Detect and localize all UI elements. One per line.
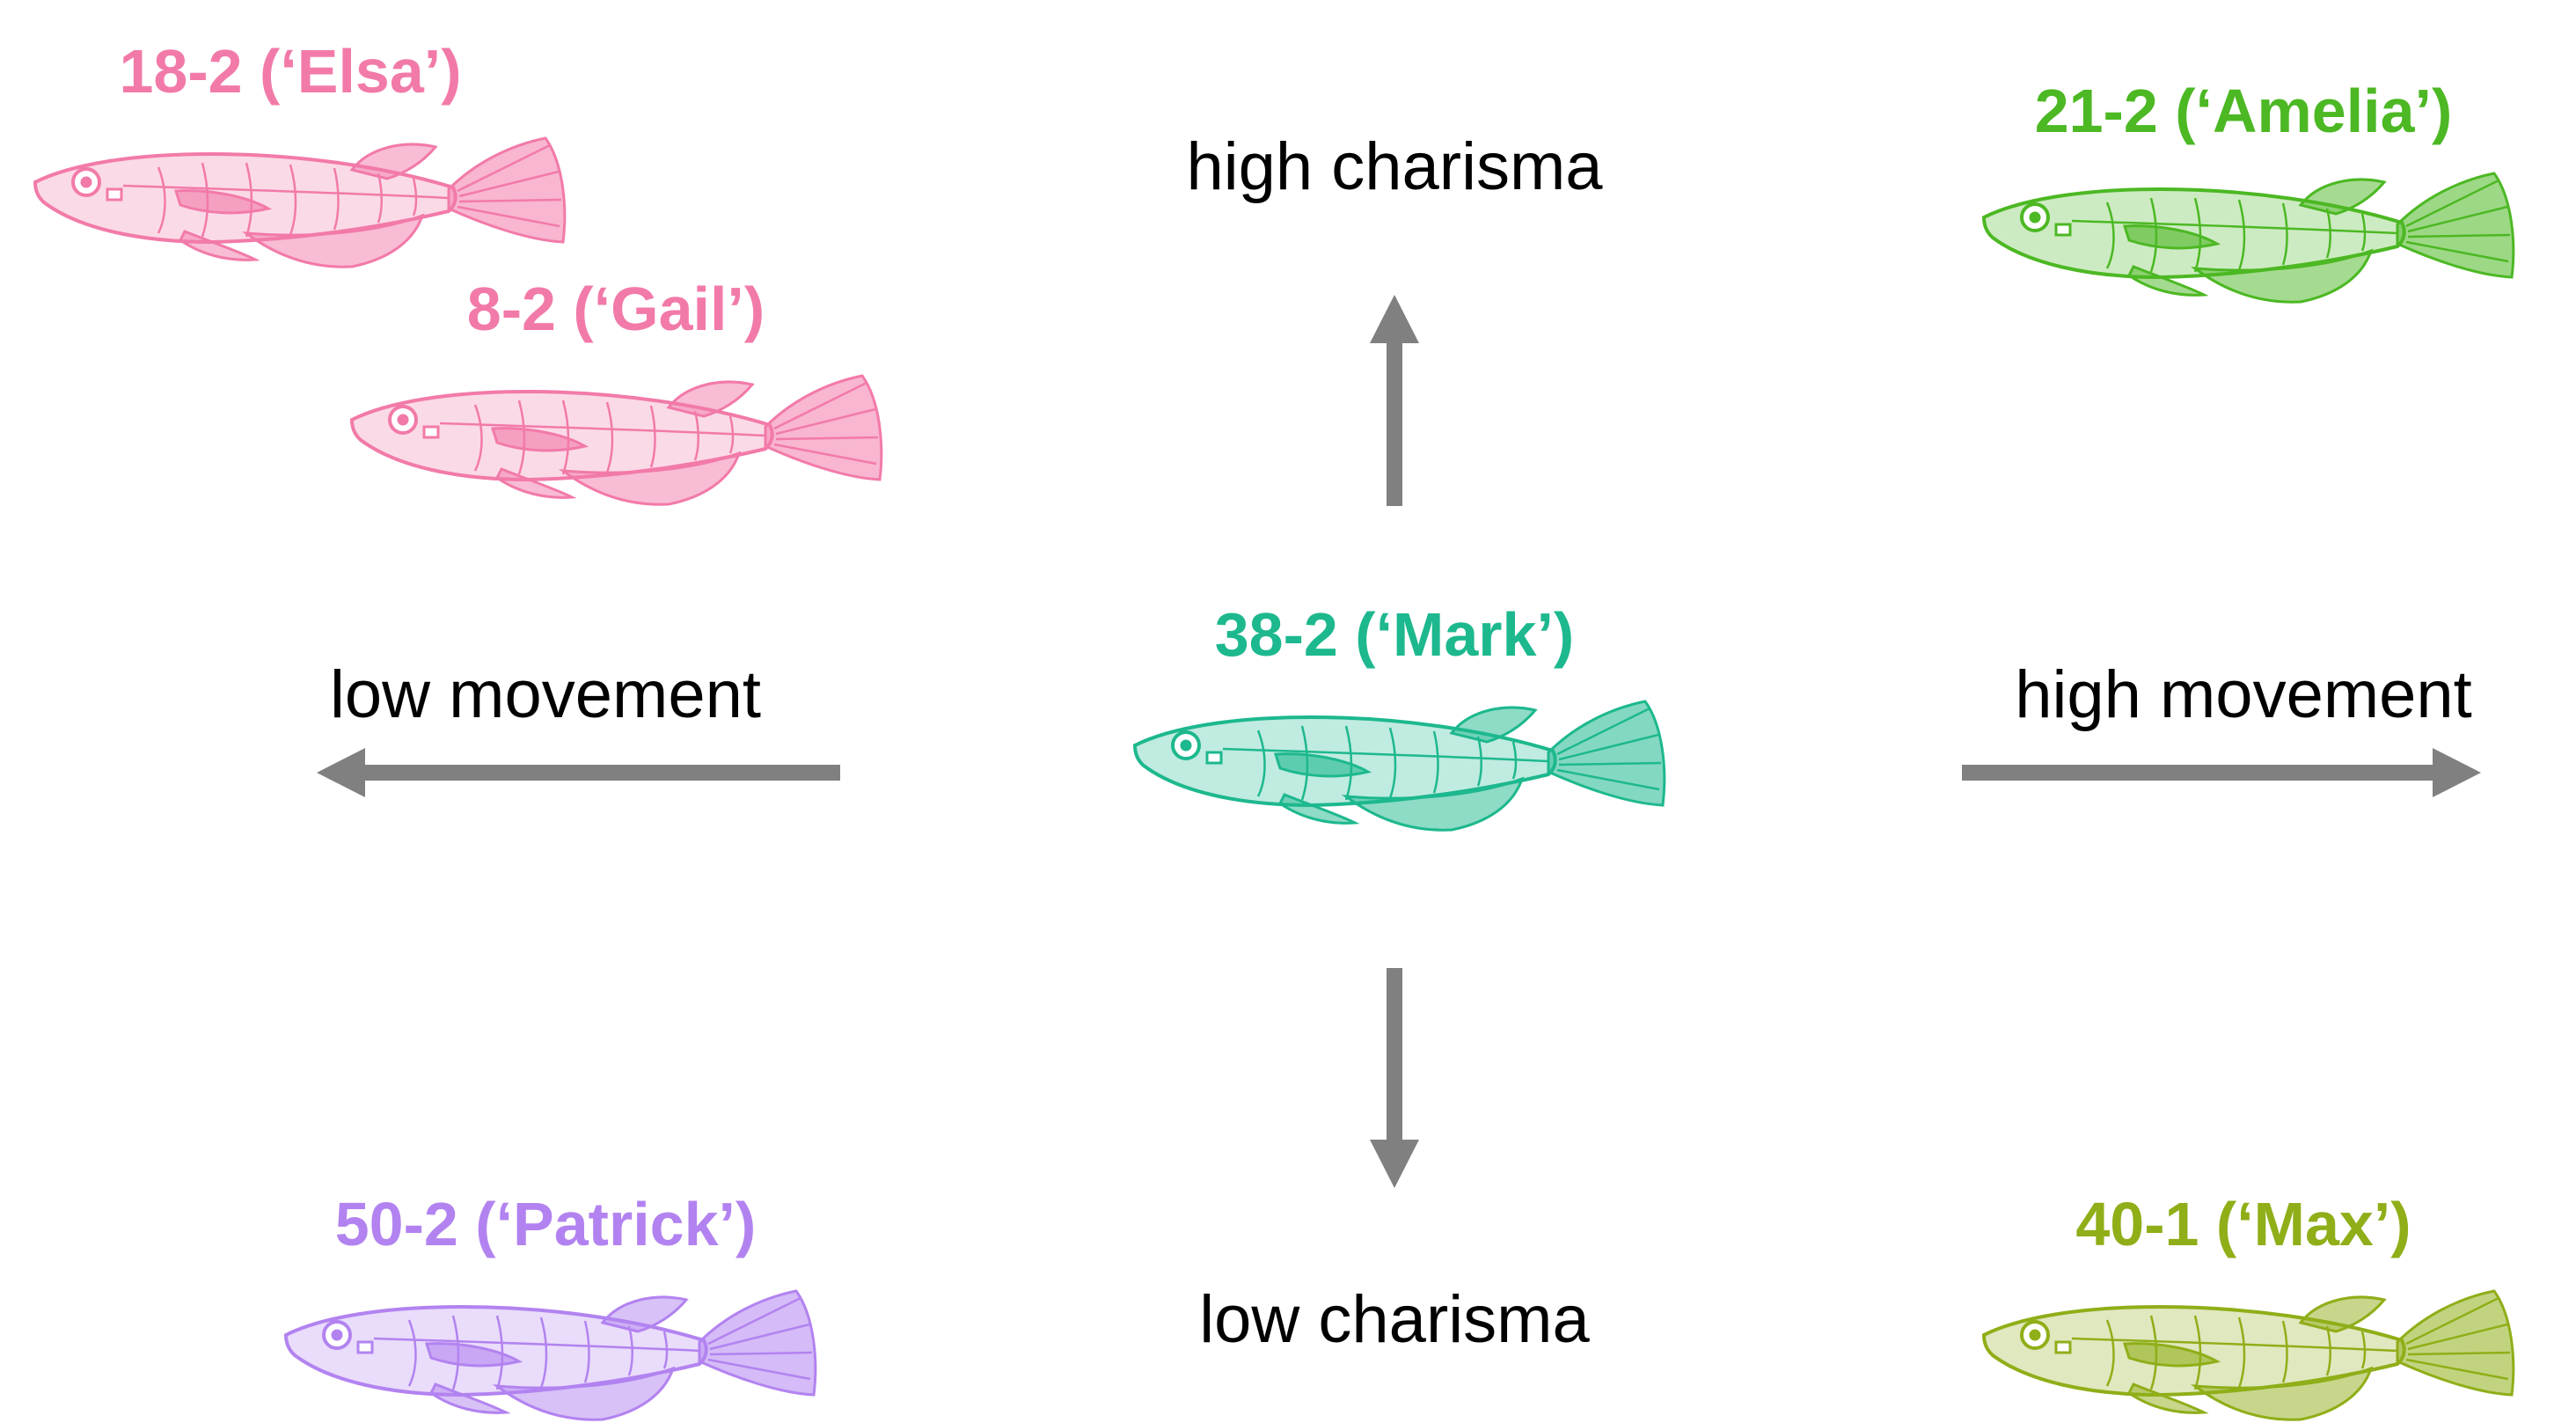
fish-label-elsa: 18-2 (‘Elsa’): [119, 37, 461, 106]
fish-label-max: 40-1 (‘Max’): [2075, 1190, 2411, 1258]
fish-icon: [1982, 172, 2515, 304]
fish-label-gail: 8-2 (‘Gail’): [467, 275, 765, 343]
axis-label-high-charisma: high charisma: [1186, 129, 1603, 204]
fish-amelia: 21-2 (‘Amelia’): [1982, 77, 2515, 304]
arrow-left: [317, 748, 840, 797]
fish-icon: [284, 1289, 817, 1422]
fish-label-mark: 38-2 (‘Mark’): [1215, 600, 1574, 669]
fish-icon: [1133, 700, 1666, 833]
arrow-right: [1962, 748, 2481, 797]
fish-icon: [33, 136, 567, 269]
fish-label-patrick: 50-2 (‘Patrick’): [335, 1190, 757, 1258]
fish-gail: 8-2 (‘Gail’): [350, 275, 883, 507]
fish-mark: 38-2 (‘Mark’): [1133, 600, 1666, 833]
fish-icon: [1982, 1289, 2515, 1422]
axis-label-low-movement: low movement: [330, 657, 761, 732]
fish-elsa: 18-2 (‘Elsa’): [33, 37, 567, 269]
arrow-down: [1370, 968, 1419, 1188]
axis-label-high-movement: high movement: [2015, 657, 2472, 732]
arrow-up: [1370, 295, 1419, 506]
fish-label-amelia: 21-2 (‘Amelia’): [2035, 77, 2453, 145]
fish-icon: [350, 374, 883, 507]
fish-patrick: 50-2 (‘Patrick’): [284, 1190, 817, 1422]
axis-label-low-charisma: low charisma: [1199, 1282, 1590, 1357]
fish-max: 40-1 (‘Max’): [1982, 1190, 2515, 1422]
